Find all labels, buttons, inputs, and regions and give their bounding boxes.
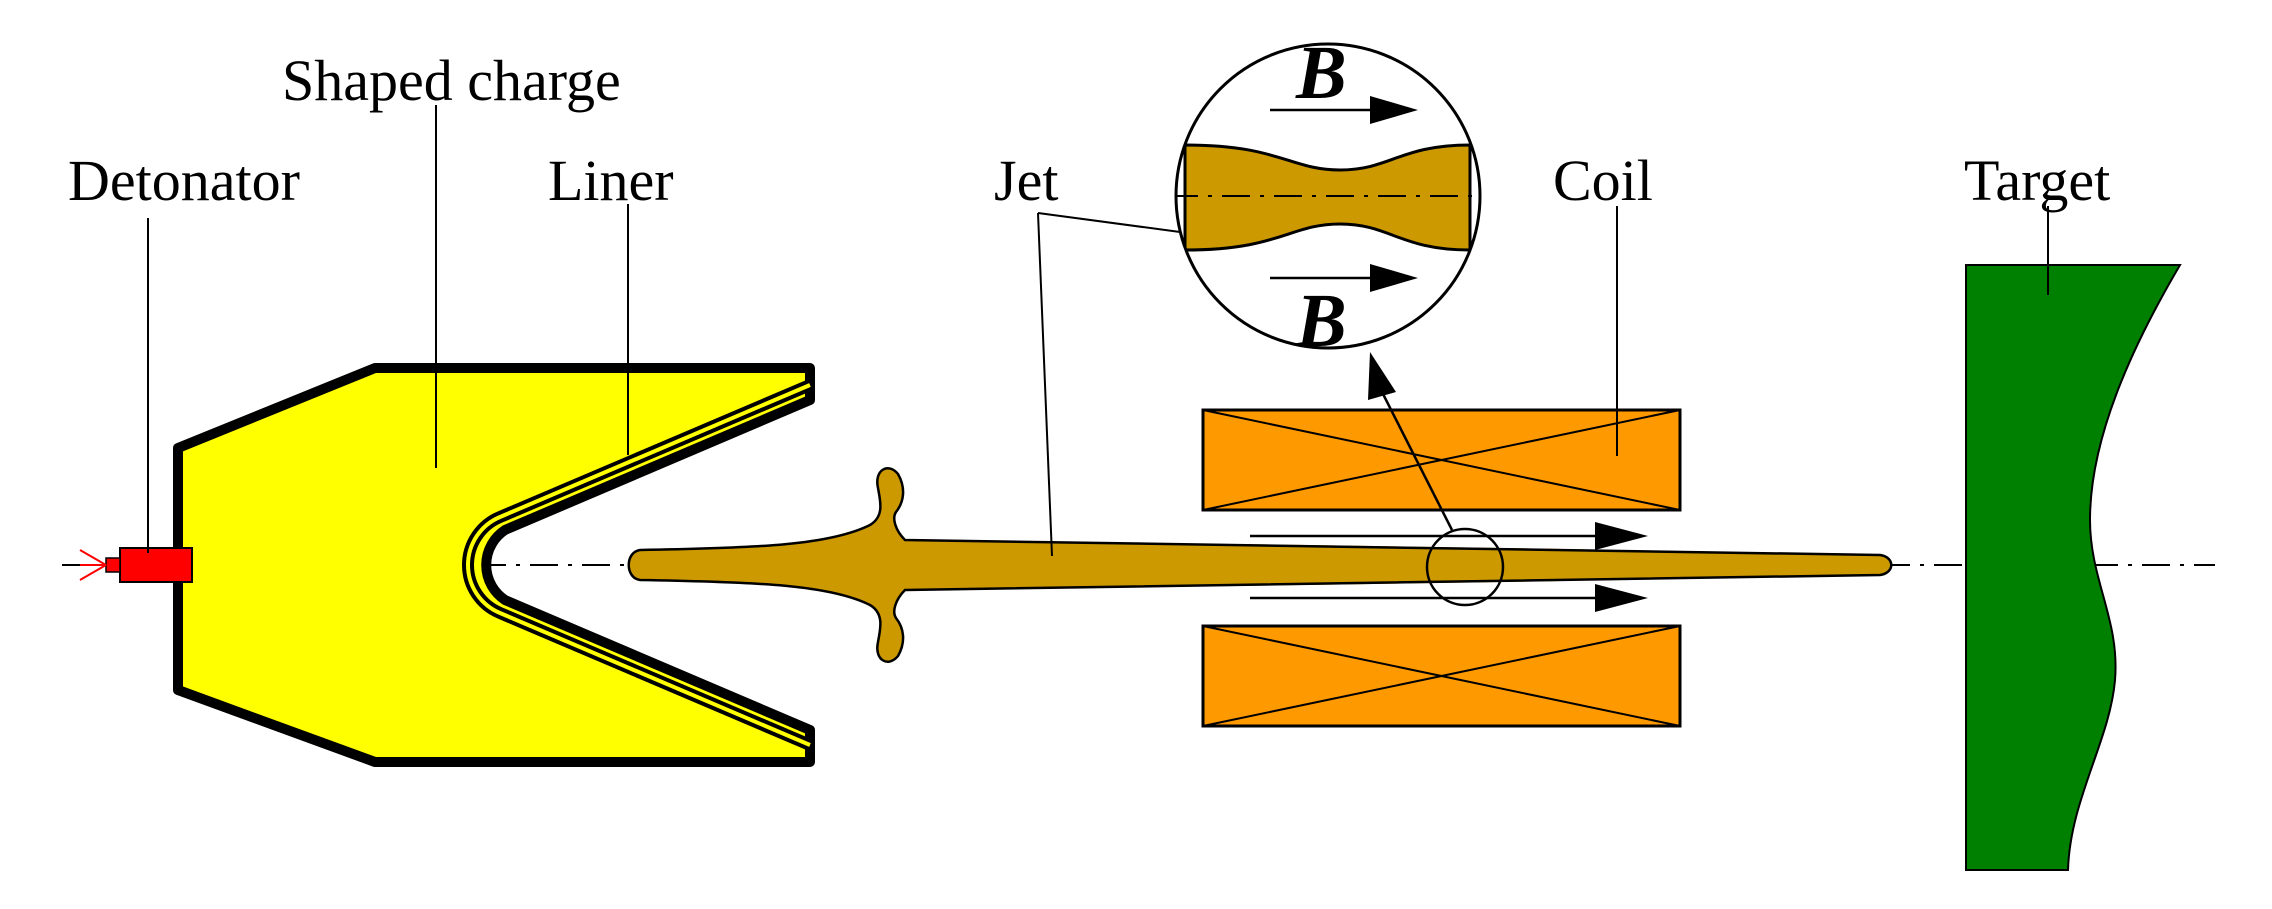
target-label: Target — [1964, 148, 2110, 213]
target — [1965, 264, 2182, 871]
field-label-bottom: B — [1295, 279, 1347, 363]
zoom-region-circle — [1425, 527, 1505, 607]
magnified-inset: B B — [1174, 31, 1482, 363]
detonator-wire-icon — [79, 549, 107, 581]
shaped-charge-label: Shaped charge — [282, 48, 621, 113]
jet-leader-inset — [1037, 212, 1181, 233]
detonator — [119, 547, 193, 583]
shaped-charge-body — [173, 363, 815, 767]
field-arrow-upper — [1250, 522, 1648, 550]
liner-label: Liner — [548, 148, 674, 213]
zoom-pointer-arrow — [1368, 352, 1454, 531]
field-label-top: B — [1295, 31, 1347, 115]
liner-inner — [466, 383, 811, 747]
coil-upper-winding — [1201, 408, 1682, 512]
coil-label: Coil — [1553, 148, 1653, 213]
coil-lower-winding — [1201, 624, 1682, 728]
jet-label: Jet — [994, 148, 1058, 213]
field-arrow-lower — [1250, 584, 1648, 612]
jet-leader-main — [1037, 212, 1053, 557]
detonator-tip — [105, 557, 121, 573]
inset-field-arrow-upper — [1270, 96, 1418, 124]
jet — [627, 467, 1893, 663]
inset-field-arrow-lower — [1270, 264, 1418, 292]
detonator-label: Detonator — [68, 148, 300, 213]
